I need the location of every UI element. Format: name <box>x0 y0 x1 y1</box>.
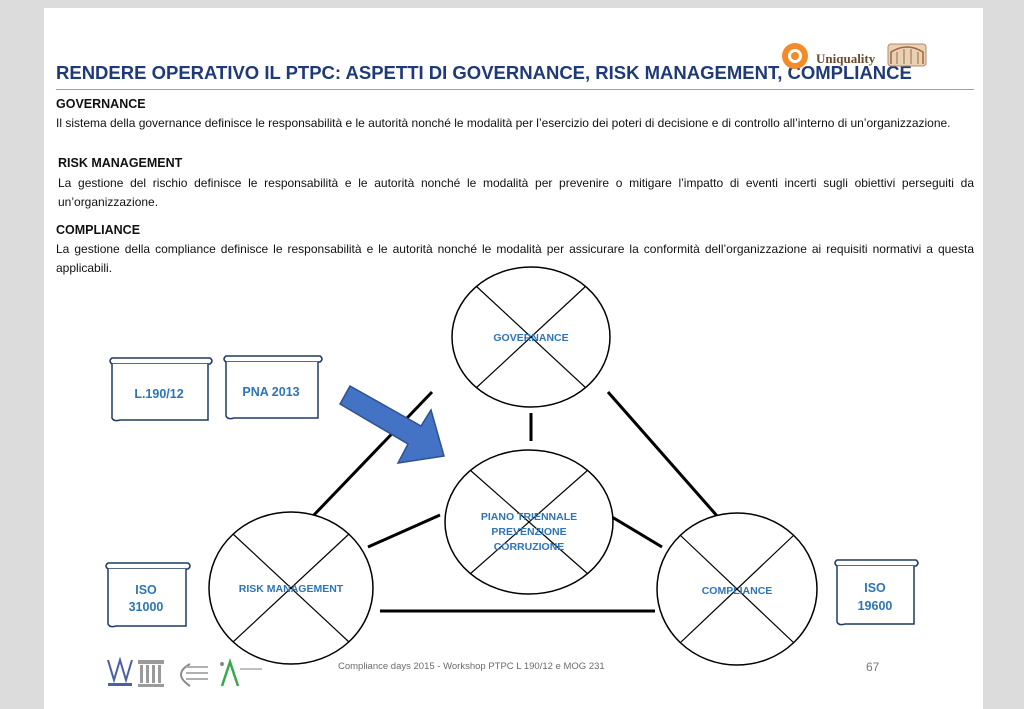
scroll-iso19600-label-line2: 19600 <box>858 599 893 613</box>
heading-risk-management: RISK MANAGEMENT <box>58 156 183 170</box>
node-piano-label-line1: PIANO TRIENNALE <box>481 511 577 523</box>
scroll-iso31000-label-line2: 31000 <box>129 600 164 614</box>
csa-logo-icon <box>220 658 262 687</box>
node-piano-label-line3: CORRUZIONE <box>494 541 565 553</box>
node-piano-label-line2: PREVENZIONE <box>491 526 566 538</box>
footer-logos <box>107 656 262 687</box>
node-governance: GOVERNANCE <box>451 266 611 408</box>
page-title: RENDERE OPERATIVO IL PTPC: ASPETTI DI GO… <box>56 62 912 83</box>
scroll-pna: PNA 2013 <box>223 355 323 420</box>
aifp-logo-icon <box>107 656 133 686</box>
text-governance: Il sistema della governance definisce le… <box>56 116 951 130</box>
title-divider <box>56 89 974 90</box>
node-risk-label: RISK MANAGEMENT <box>239 583 344 595</box>
colosseum-logo-icon <box>887 43 927 67</box>
node-compliance: COMPLIANCE <box>656 512 818 666</box>
arrow-icon <box>338 384 445 464</box>
node-piano-triennale: PIANO TRIENNALE PREVENZIONE CORRUZIONE <box>444 449 614 595</box>
brand-name: Uniquality <box>816 51 876 66</box>
scroll-l190-label: L.190/12 <box>134 387 183 401</box>
columns-logo-icon <box>138 660 164 687</box>
scroll-iso19600: ISO 19600 <box>834 559 919 626</box>
page-number: 67 <box>866 660 880 674</box>
scroll-l190: L.190/12 <box>109 357 213 422</box>
scroll-pna-label: PNA 2013 <box>242 385 299 399</box>
connector-piano-compliance <box>611 515 663 549</box>
text-risk-management: La gestione del rischio definisce le res… <box>58 176 974 209</box>
scroll-iso31000-label-line1: ISO <box>135 583 157 597</box>
scroll-iso19600-label-line1: ISO <box>864 581 886 595</box>
accademia-logo-icon <box>180 663 208 687</box>
heading-compliance: COMPLIANCE <box>56 223 141 237</box>
footer-text: Compliance days 2015 - Workshop PTPC L 1… <box>338 661 605 672</box>
heading-governance: GOVERNANCE <box>56 97 146 111</box>
node-compliance-label: COMPLIANCE <box>702 585 773 597</box>
scroll-iso31000: ISO 31000 <box>105 562 191 628</box>
connector-risk-governance <box>310 390 434 519</box>
node-risk-management: RISK MANAGEMENT <box>208 511 374 665</box>
connector-governance-compliance <box>606 391 720 518</box>
connector-risk-piano <box>367 513 441 549</box>
uniquality-logo-icon <box>782 43 808 69</box>
node-governance-label: GOVERNANCE <box>493 332 568 344</box>
text-compliance: La gestione della compliance definisce l… <box>56 242 974 275</box>
